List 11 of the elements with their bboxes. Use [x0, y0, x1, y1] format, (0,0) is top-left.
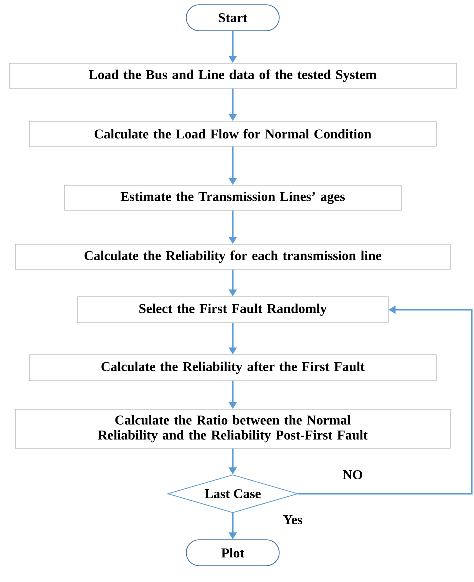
edge-label: NO [342, 469, 364, 481]
terminal-box: Start [186, 4, 280, 32]
process-box: Estimate the Transmission Lines’ ages [64, 185, 402, 211]
process-box: Calculate the Ratio between the Normal Reliability and the Reliability Post-First Fault [15, 409, 451, 449]
process-box: Calculate the Reliability after the First Fault [29, 354, 437, 382]
process-box: Calculate the Reliability for each transmission line [15, 244, 451, 270]
process-box: Calculate the Load Flow for Normal Condition [29, 121, 437, 147]
edge-label: Yes [282, 514, 304, 526]
process-box: Load the Bus and Line data of the tested System [9, 63, 457, 89]
process-box: Select the First Fault Randomly [77, 296, 389, 324]
terminal-box: Plot [186, 540, 280, 566]
